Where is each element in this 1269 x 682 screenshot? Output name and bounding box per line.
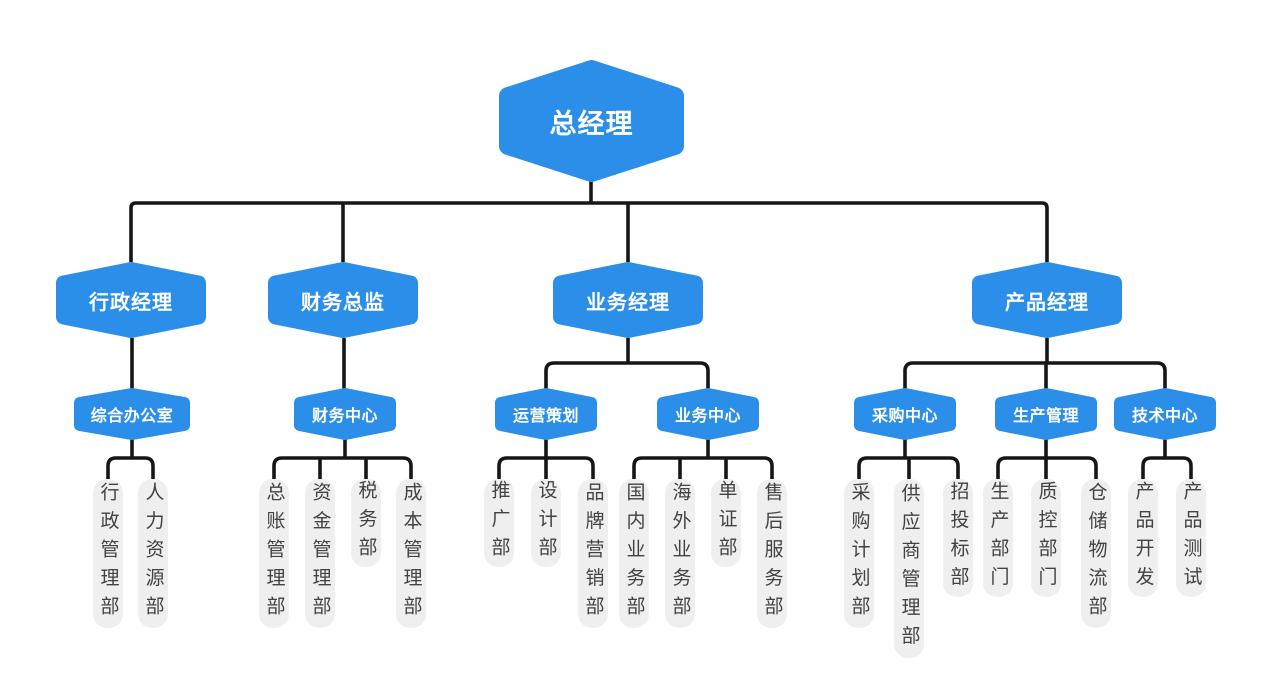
- node-label: 业务经理: [586, 291, 670, 314]
- node-label: 生产管理: [1012, 408, 1079, 425]
- hexagon-shape: [553, 262, 703, 338]
- node-label: 业务中心: [674, 408, 741, 425]
- leaf-label: 产品测试: [1180, 481, 1202, 595]
- hexagon-shape: [657, 388, 759, 440]
- node-label: 财务中心: [311, 408, 378, 425]
- node-label: 运营策划: [512, 408, 579, 425]
- leaf-documentation-dept[interactable]: 单证部: [711, 479, 741, 567]
- node-admin-manager[interactable]: 行政经理: [56, 262, 206, 338]
- hexagon-shape: [495, 388, 597, 440]
- node-business-center[interactable]: 业务中心: [657, 388, 759, 440]
- leaf-label: 品牌营销部: [582, 482, 604, 625]
- node-label: 采购中心: [871, 408, 938, 425]
- leaf-after-sales-service-dept[interactable]: 售后服务部: [757, 479, 787, 628]
- node-procurement-center[interactable]: 采购中心: [854, 388, 956, 440]
- node-business-manager[interactable]: 业务经理: [553, 262, 703, 338]
- leaf-general-ledger-dept[interactable]: 总账管理部: [259, 479, 289, 628]
- node-label: 产品经理: [1005, 291, 1089, 314]
- leaf-label: 招投标部: [947, 481, 969, 595]
- leaf-label: 资金管理部: [309, 482, 331, 625]
- node-label: 综合办公室: [90, 408, 174, 425]
- node-label: 技术中心: [1131, 408, 1198, 425]
- leaf-label: 采购计划部: [848, 482, 870, 625]
- hexagon-shape: [995, 388, 1097, 440]
- leaf-quality-control-dept[interactable]: 质控部门: [1031, 479, 1061, 597]
- leaf-label: 单证部: [715, 480, 737, 566]
- leaf-overseas-business-dept[interactable]: 海外业务部: [665, 479, 695, 628]
- leaf-production-dept[interactable]: 生产部门: [983, 479, 1013, 597]
- leaf-promotion-dept[interactable]: 推广部: [484, 479, 514, 567]
- leaf-label: 成本管理部: [400, 482, 422, 625]
- leaf-hr-dept[interactable]: 人力资源部: [138, 479, 168, 628]
- node-finance-center[interactable]: 财务中心: [294, 388, 396, 440]
- hexagon-shape: [294, 388, 396, 440]
- hexagon-shape: [74, 388, 190, 440]
- leaf-label: 行政管理部: [97, 482, 119, 625]
- leaf-design-dept[interactable]: 设计部: [531, 479, 561, 567]
- node-finance-director[interactable]: 财务总监: [268, 262, 418, 338]
- hexagon-shape: [56, 262, 206, 338]
- node-production-management[interactable]: 生产管理: [995, 388, 1097, 440]
- node-technology-center[interactable]: 技术中心: [1114, 388, 1216, 440]
- leaf-label: 生产部门: [987, 481, 1009, 595]
- leaf-fund-management-dept[interactable]: 资金管理部: [305, 479, 335, 628]
- leaf-bidding-dept[interactable]: 招投标部: [943, 479, 973, 597]
- node-general-manager[interactable]: 总经理: [499, 60, 684, 182]
- node-general-office[interactable]: 综合办公室: [74, 388, 190, 440]
- leaf-domestic-business-dept[interactable]: 国内业务部: [619, 479, 649, 628]
- leaf-label: 仓储物流部: [1085, 482, 1107, 625]
- leaf-label: 总账管理部: [263, 482, 285, 625]
- node-label: 总经理: [549, 108, 634, 139]
- leaf-label: 设计部: [535, 480, 557, 566]
- node-label: 财务总监: [301, 291, 385, 314]
- leaf-product-development[interactable]: 产品开发: [1128, 479, 1158, 597]
- hexagon-shape: [854, 388, 956, 440]
- leaf-label: 质控部门: [1035, 481, 1057, 595]
- hexagon-shape: [972, 262, 1122, 338]
- leaf-label: 人力资源部: [142, 482, 164, 625]
- leaf-admin-management-dept[interactable]: 行政管理部: [93, 479, 123, 628]
- leaf-brand-marketing-dept[interactable]: 品牌营销部: [578, 479, 608, 628]
- leaf-label: 产品开发: [1132, 481, 1154, 595]
- node-label: 行政经理: [89, 291, 173, 314]
- leaf-tax-dept[interactable]: 税务部: [351, 479, 381, 567]
- leaf-label: 海外业务部: [669, 482, 691, 625]
- leaf-label: 售后服务部: [761, 482, 783, 625]
- leaf-cost-management-dept[interactable]: 成本管理部: [396, 479, 426, 628]
- hexagon-shape: [268, 262, 418, 338]
- leaf-procurement-planning-dept[interactable]: 采购计划部: [844, 479, 874, 628]
- hexagon-shape: [1114, 388, 1216, 440]
- leaf-label: 税务部: [355, 480, 377, 566]
- leaf-product-testing[interactable]: 产品测试: [1176, 479, 1206, 597]
- node-operations-planning[interactable]: 运营策划: [495, 388, 597, 440]
- leaf-label: 推广部: [488, 480, 510, 566]
- leaf-warehouse-logistics-dept[interactable]: 仓储物流部: [1081, 479, 1111, 628]
- leaf-supplier-management-dept[interactable]: 供应商管理部: [894, 479, 924, 658]
- hexagon-shape: [499, 60, 684, 182]
- leaf-label: 供应商管理部: [898, 483, 920, 654]
- node-product-manager[interactable]: 产品经理: [972, 262, 1122, 338]
- leaf-label: 国内业务部: [623, 482, 645, 625]
